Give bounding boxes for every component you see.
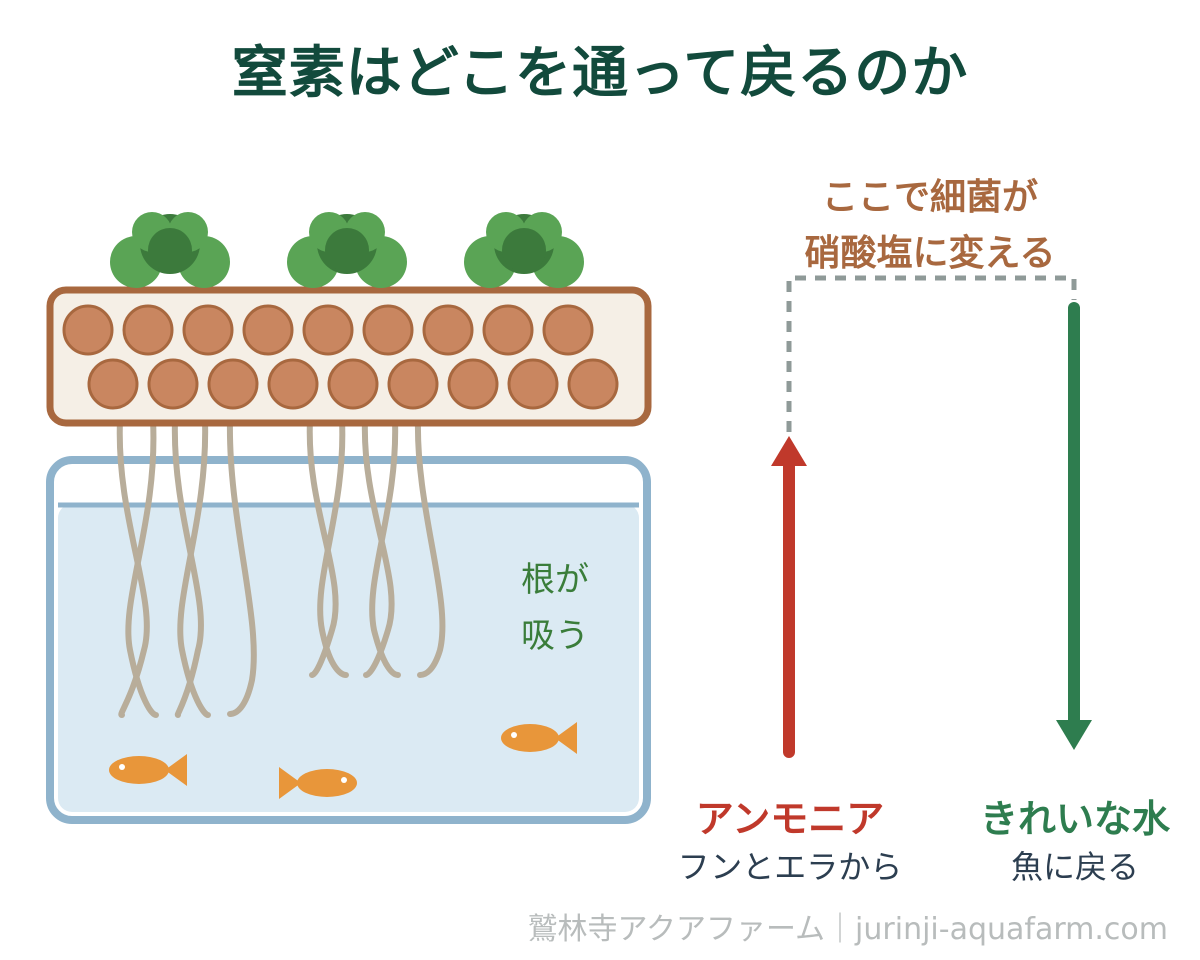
fish-icon	[501, 722, 577, 754]
clay-ball-icon	[327, 358, 379, 410]
clay-ball-icon	[447, 358, 499, 410]
ammonia-sublabel: フンとエラから	[677, 848, 903, 886]
bacteria-dashed-path	[786, 275, 1077, 432]
clay-ball-icon	[147, 358, 199, 410]
fish-icon	[109, 754, 187, 786]
clean-water-sublabel: 魚に戻る	[1010, 848, 1139, 886]
clay-ball-icon	[87, 358, 139, 410]
bacteria-note: ここで細菌が 硝酸塩に変える	[770, 170, 1090, 282]
plant-icon	[287, 212, 407, 288]
clay-ball-icon	[567, 358, 619, 410]
page-title: 窒素はどこを通って戻るのか	[231, 41, 969, 106]
roots-note-line1: 根が	[521, 560, 589, 600]
arrow-down-icon	[1056, 302, 1092, 750]
clay-ball-icon	[362, 304, 414, 356]
footer-credit: 鷲林寺アクアファーム｜jurinji-aquafarm.com	[527, 912, 1168, 947]
plant-icon-group	[110, 212, 584, 288]
fish-icon	[279, 767, 357, 799]
plant-icon	[464, 212, 584, 288]
plant-icon	[110, 212, 230, 288]
clean-water-label: きれいな水	[979, 797, 1170, 841]
clay-ball-icon-group	[62, 304, 619, 410]
clay-ball-icon	[122, 304, 174, 356]
clay-ball-icon	[242, 304, 294, 356]
ammonia-label: アンモニア	[695, 797, 885, 841]
bacteria-note-line1: ここで細菌が	[821, 177, 1038, 218]
plant-roots	[116, 417, 446, 718]
clay-ball-icon	[267, 358, 319, 410]
clay-ball-icon	[482, 304, 534, 356]
clay-ball-icon	[387, 358, 439, 410]
clay-ball-icon	[182, 304, 234, 356]
clay-ball-icon	[62, 304, 114, 356]
bacteria-note-line2: 硝酸塩に変える	[804, 233, 1056, 274]
roots-note: 根が 吸う	[505, 552, 605, 664]
clay-ball-icon	[422, 304, 474, 356]
clay-ball-icon	[302, 304, 354, 356]
fish-tank	[46, 456, 651, 824]
roots-note-line2: 吸う	[521, 616, 589, 656]
clay-ball-icon	[542, 304, 594, 356]
arrow-up-icon	[771, 436, 807, 758]
clay-ball-icon	[207, 358, 259, 410]
clay-ball-icon	[507, 358, 559, 410]
